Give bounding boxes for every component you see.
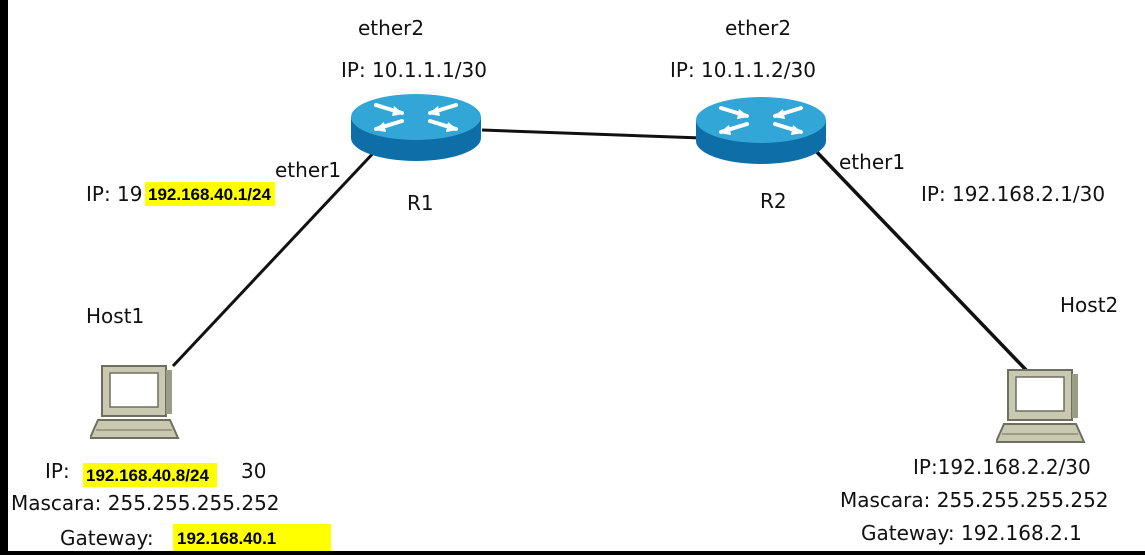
r1-ether2-ip: IP: 10.1.1.1/30 — [341, 58, 487, 82]
host2-name: Host2 — [1060, 293, 1119, 317]
link-r1-r2 — [481, 128, 703, 140]
host1-name: Host1 — [86, 304, 145, 328]
router-icon[interactable] — [693, 95, 829, 167]
r2-ether1-label: ether1 — [839, 150, 906, 174]
r1-ether2-label: ether2 — [358, 16, 425, 40]
computer-icon[interactable] — [996, 368, 1086, 446]
r1-ether1-ip-prefix: IP: 19 — [86, 182, 143, 206]
r1-ether1-ip-highlight: 192.168.40.1/24 — [145, 182, 275, 206]
router-icon[interactable] — [348, 92, 484, 164]
r1-ether1-label: ether1 — [275, 158, 342, 182]
host2-mask: Mascara: 255.255.255.252 — [840, 488, 1109, 512]
host1-gateway-label: Gateway: — [60, 526, 154, 550]
computer-icon[interactable] — [90, 364, 180, 442]
host1-mask: Mascara: 255.255.255.252 — [11, 491, 280, 515]
r2-name: R2 — [760, 189, 787, 213]
host1-ip-prefix: IP: — [45, 459, 70, 483]
r2-ether2-label: ether2 — [725, 16, 792, 40]
link-r2-host2 — [811, 146, 1030, 374]
host1-gateway-highlight: 192.168.40.1 — [173, 524, 331, 551]
host1-ip-highlight: 192.168.40.8/24 — [83, 463, 217, 487]
r2-ether2-ip: IP: 10.1.1.2/30 — [670, 58, 816, 82]
link-host1-r1 — [171, 146, 380, 368]
connections — [171, 128, 1030, 374]
r1-name: R1 — [407, 191, 434, 215]
network-diagram: ether2 IP: 10.1.1.1/30 ether1 IP: 19 192… — [8, 0, 1145, 551]
host1-ip-tail: 30 — [241, 459, 267, 483]
r2-ether1-ip: IP: 192.168.2.1/30 — [921, 182, 1106, 206]
host2-ip: IP:192.168.2.2/30 — [913, 455, 1091, 479]
host2-gateway: Gateway: 192.168.2.1 — [861, 521, 1082, 545]
